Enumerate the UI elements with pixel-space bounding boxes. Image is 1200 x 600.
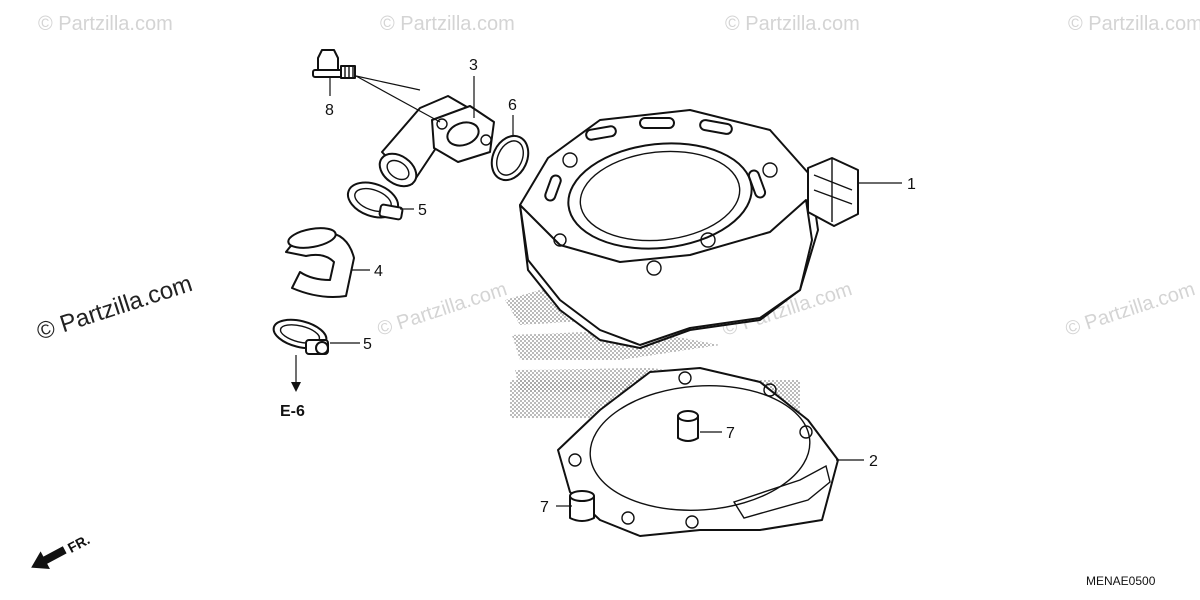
callout-labels: 1 2 3 4 5 5 6 7 7 8	[325, 57, 916, 516]
part-4-water-hose	[285, 227, 355, 298]
watermark-primary: © Partzilla.com	[34, 270, 196, 346]
watermark: © Partzilla.com	[1068, 13, 1200, 35]
watermark: © Partzilla.com	[38, 13, 173, 35]
front-direction-indicator: FR.	[31, 531, 92, 569]
callout-8: 8	[325, 102, 334, 119]
callout-4: 4	[374, 263, 383, 280]
part-6-o-ring	[490, 134, 530, 182]
watermark: © Partzilla.com	[725, 13, 860, 35]
leader-lines	[291, 75, 902, 507]
watermark: © Partzilla.com	[380, 13, 515, 35]
callout-2: 2	[869, 453, 878, 470]
callout-6: 6	[508, 97, 517, 114]
part-7-dowel-pin-upper	[677, 410, 699, 442]
callout-5-upper: 5	[418, 202, 427, 219]
part-8-flange-bolt	[312, 49, 356, 79]
part-2-cylinder-base-gasket	[557, 367, 839, 537]
callout-7-upper: 7	[726, 425, 735, 442]
callout-3: 3	[469, 57, 478, 74]
callout-7-lower: 7	[540, 499, 549, 516]
watermark: © Partzilla.com	[375, 278, 510, 341]
part-5-hose-clamp-lower	[272, 318, 329, 355]
part-3-water-outlet-joint	[378, 95, 495, 188]
front-arrow-icon	[31, 546, 67, 569]
watermark: © Partzilla.com	[1063, 278, 1198, 341]
part-1-cylinder	[519, 109, 859, 349]
diagram-code: MENAE0500	[1086, 574, 1156, 588]
callout-5-lower: 5	[363, 336, 372, 353]
reference-section-label: E-6	[280, 403, 305, 420]
part-7-dowel-pin-lower	[569, 490, 595, 522]
callout-1: 1	[907, 176, 916, 193]
part-5-hose-clamp-upper	[346, 181, 404, 221]
front-label: FR.	[65, 531, 92, 556]
